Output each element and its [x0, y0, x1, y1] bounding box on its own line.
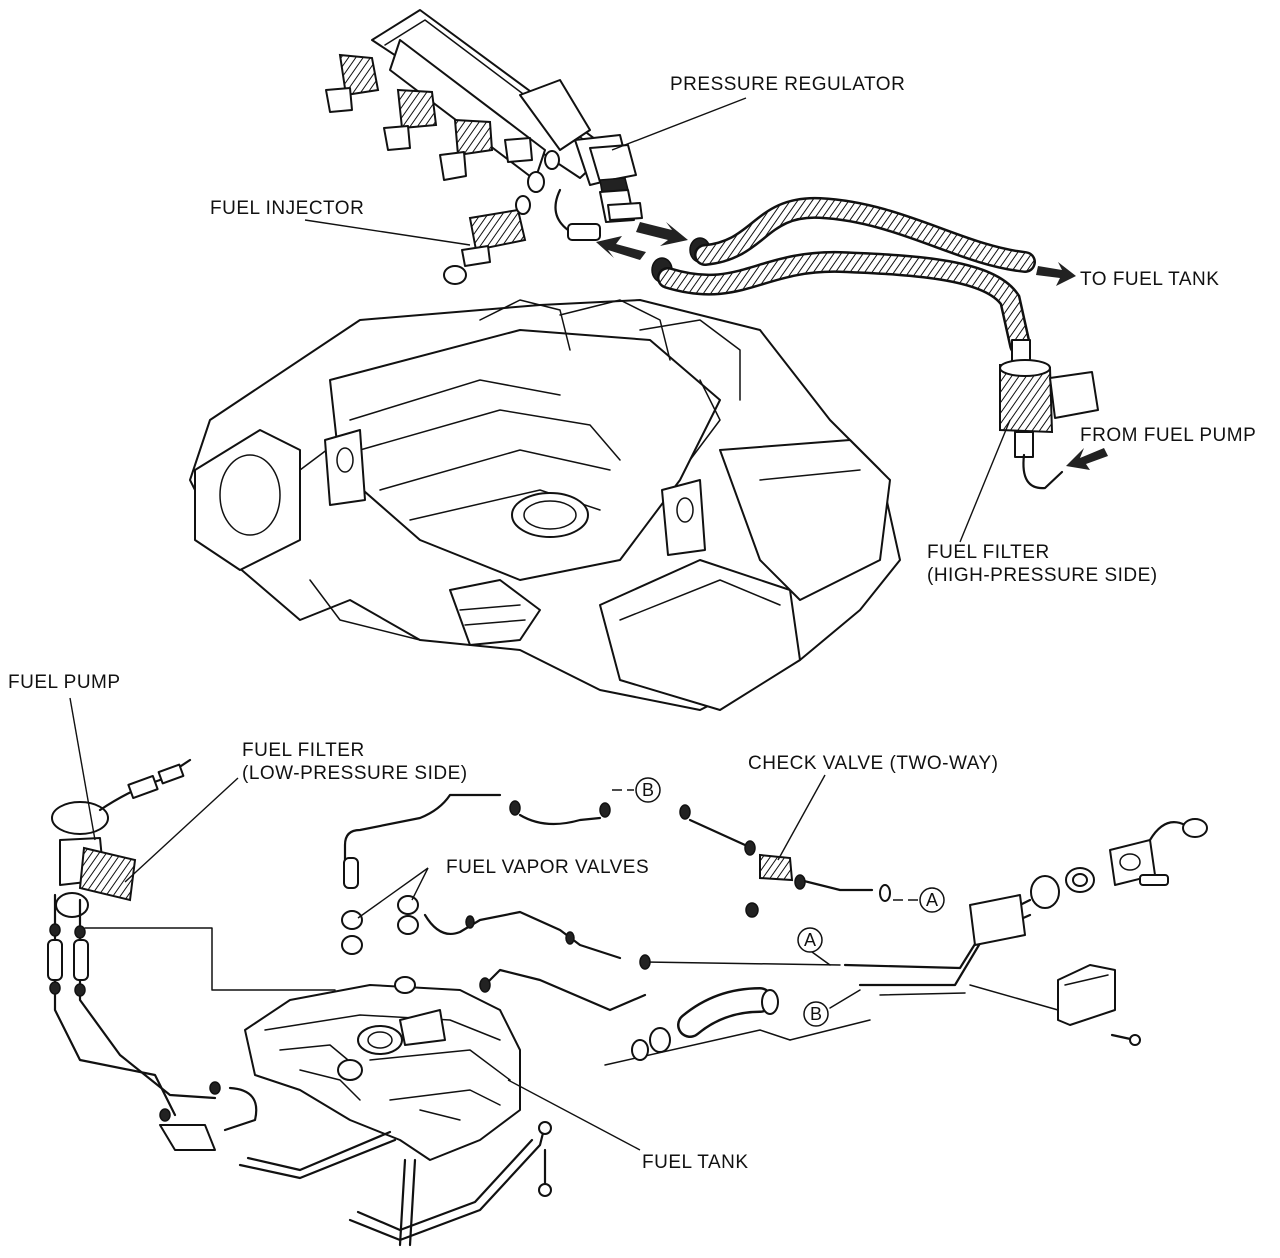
tank-strap: [238, 1121, 552, 1247]
high-pressure-hose: [694, 196, 1036, 273]
leader-vapor-valve: [357, 867, 429, 919]
label-check-valve: CHECK VALVE (TWO-WAY): [748, 753, 999, 774]
to-fuel-tank-arrow: [1036, 262, 1076, 286]
marker-a-lower: A: [797, 927, 831, 966]
fuel-injector: [443, 150, 560, 285]
fuel-pump-assembly: [47, 758, 258, 1151]
leader-fuel-filter-low: [124, 777, 239, 883]
leader-fuel-injector: [304, 219, 471, 246]
label-fuel-injector: FUEL INJECTOR: [210, 198, 365, 219]
injector-on-rail: [439, 118, 494, 181]
return-hose: [657, 250, 1031, 356]
fuel-line: [483, 968, 647, 1012]
pressure-regulator: [589, 144, 643, 223]
svg-text:A: A: [926, 890, 938, 910]
leader-fuel-filter-high: [959, 419, 1011, 543]
fuel-vapor-valves: [341, 895, 651, 970]
label-fuel-vapor-valves: FUEL VAPOR VALVES: [446, 857, 650, 878]
label-fuel-tank: FUEL TANK: [642, 1152, 749, 1173]
pipe-fitting: [567, 223, 601, 241]
label-pressure-regulator: PRESSURE REGULATOR: [670, 74, 906, 95]
label-fuel-filter-high-2: (HIGH-PRESSURE SIDE): [927, 565, 1158, 586]
vapor-line: [518, 813, 602, 826]
injector-on-rail: [383, 88, 438, 151]
leader-fuel-pump: [69, 697, 96, 841]
label-fuel-filter-high-1: FUEL FILTER: [927, 542, 1050, 563]
vapor-line: [688, 818, 747, 847]
connecting-line: [84, 927, 336, 991]
check-valve: [745, 853, 891, 918]
marker-b-upper: B: [612, 777, 661, 803]
marker-a-upper: A: [893, 887, 945, 913]
leader-pressure-regulator: [611, 97, 747, 151]
label-fuel-filter-low-2: (LOW-PRESSURE SIDE): [242, 763, 468, 784]
leader-vapor-valve: [411, 867, 429, 901]
injector-on-rail: [325, 53, 380, 113]
label-to-fuel-tank: TO FUEL TANK: [1080, 269, 1220, 290]
leader-fuel-tank: [507, 1079, 641, 1151]
filler-neck: [843, 818, 1208, 996]
connecting-line: [604, 1029, 791, 1066]
leader-check-valve: [777, 774, 826, 861]
flow-arrow: [596, 236, 646, 260]
connecting-line: [644, 961, 841, 966]
label-fuel-pump: FUEL PUMP: [8, 672, 121, 693]
svg-text:B: B: [810, 1004, 822, 1024]
svg-text:A: A: [804, 930, 816, 950]
fuel-rail-assembly: [325, 9, 631, 186]
fuel-filter-high-pressure: [999, 339, 1099, 490]
filler-hose: [631, 987, 779, 1061]
filler-bracket: [969, 964, 1141, 1046]
label-from-fuel-pump: FROM FUEL PUMP: [1080, 425, 1257, 446]
svg-text:B: B: [642, 780, 654, 800]
marker-b-lower: B: [803, 989, 861, 1027]
from-fuel-pump-arrow: [1066, 448, 1108, 470]
connecting-line: [789, 1019, 871, 1041]
engine-block: [189, 299, 901, 711]
vapor-line: [343, 793, 502, 867]
label-fuel-filter-low-1: FUEL FILTER: [242, 740, 365, 761]
flow-arrow: [636, 222, 688, 246]
fuel-tank: [244, 976, 521, 1161]
